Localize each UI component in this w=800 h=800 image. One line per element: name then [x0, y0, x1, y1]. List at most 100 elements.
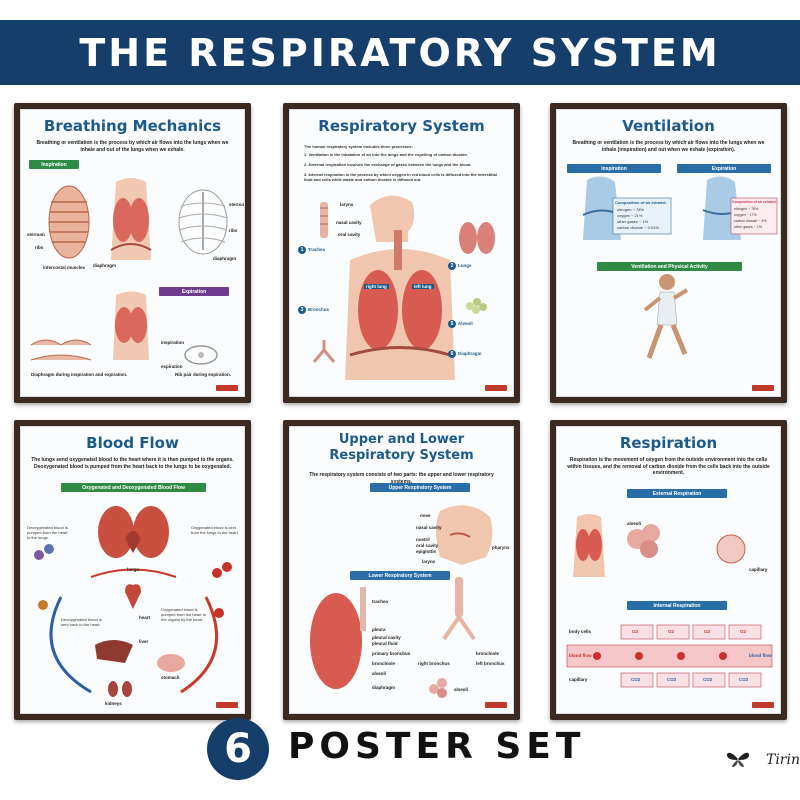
poster-ventilation: Ventilation Breathing or ventilation is … — [556, 109, 781, 397]
label-diaphragm: diaphragm — [372, 685, 396, 690]
poster-respiratory-system: Respiratory System The human respiratory… — [289, 109, 514, 397]
ventilation-illustration — [582, 176, 778, 359]
label-inspiration: inspiration — [161, 340, 185, 345]
label-intercostal: intercostal muscles — [43, 265, 86, 270]
trachea-illustration — [320, 202, 328, 238]
blood-flow-header: Oxygenated and Deoxygenated Blood Flow — [61, 483, 206, 492]
brand-logo — [752, 702, 774, 708]
poster-title: Ventilation — [622, 117, 715, 135]
label-larynx: larynx — [422, 559, 436, 564]
skeleton-ribcage — [178, 189, 228, 255]
label-sternum-right: sternum — [229, 202, 245, 207]
gas-co2-1: CO2 — [631, 677, 641, 682]
label-alveoli: alveoli — [627, 521, 642, 526]
label-expiration: expiration — [161, 364, 183, 369]
poster-frame-respiration: Respiration Respiration is the movement … — [550, 420, 787, 720]
intro-line-3: 2. External respiration involves the exc… — [304, 162, 472, 167]
brand-name: Tirin — [765, 752, 800, 768]
lower-header: Lower Respiratory System — [350, 571, 450, 580]
gas-o2-1: O2 — [632, 629, 639, 634]
brand-logo — [752, 385, 774, 391]
label-liver: liver — [139, 639, 149, 644]
lungs-mini — [459, 222, 495, 254]
diaphragm-caption: Diaphragm during inspiration and expirat… — [31, 372, 128, 377]
label-ribs: ribs — [35, 245, 44, 250]
label-lungs: Lungs — [458, 263, 472, 268]
gas-o2-4: O2 — [740, 629, 747, 634]
label-capillary: capillary — [749, 567, 768, 572]
head-profile — [436, 505, 493, 565]
gas-co2-3: CO2 — [703, 677, 713, 682]
label-oral-cavity: oral cavity — [338, 232, 361, 237]
torso-lungs-illustration — [110, 178, 152, 260]
poster-title-line-1: Upper and Lower — [338, 432, 465, 447]
lower-lungs — [310, 587, 366, 689]
butterfly-logo-icon — [726, 752, 750, 767]
heart-illustration — [125, 584, 141, 609]
inhaled-item-3: other gases ~ 1% — [617, 219, 649, 224]
expiration-header: Expiration — [159, 287, 229, 296]
poster-frame-upperlower: Upper and Lower Respiratory System The r… — [283, 420, 520, 720]
external-header: External Respiration — [627, 489, 727, 498]
alveolus-cluster — [627, 524, 746, 564]
label-trachea: trachea — [372, 599, 389, 604]
inhaled-item-2: oxygen ~ 21% — [617, 213, 643, 218]
runner-illustration — [643, 274, 689, 359]
number-3: 3 — [298, 306, 306, 314]
label-primary-bronchus: primary bronchus — [372, 651, 411, 656]
inhaled-item-4: carbon dioxide ~ 0.04% — [617, 225, 659, 230]
number-1: 1 — [298, 246, 306, 254]
respiratory-illustration — [312, 195, 495, 380]
exhaled-item-3: carbon dioxide ~ 4% — [734, 219, 767, 223]
poster-frame-respiratory: Respiratory System The human respiratory… — [283, 103, 520, 403]
exhaled-item-1: nitrogen ~ 78% — [734, 207, 759, 211]
poster-title: Respiration — [619, 434, 718, 452]
label-body-cells: body cells — [569, 629, 592, 634]
activity-header: Ventilation and Physical Activity — [597, 262, 742, 271]
label-alveoli: Alveoli — [458, 321, 473, 326]
label-ribs-right: ribs — [229, 228, 238, 233]
exhaled-item-4: other gases ~ 1% — [734, 225, 763, 229]
brand-logo — [216, 702, 238, 708]
note-deoxygenated-back: Deoxygenated blood is sent back to the h… — [61, 617, 102, 628]
poster-title-line-2: Respiratory System — [329, 448, 474, 463]
note-oxygenated-to-heart: Oxygenated blood is sent from the lungs … — [191, 525, 239, 536]
gas-co2-4: CO2 — [739, 677, 749, 682]
label-trachea: Trachea — [308, 247, 326, 252]
label-nostril: nostril — [416, 537, 430, 542]
label-nose: nose — [420, 513, 431, 518]
label-nasal-cavity: nasal cavity — [336, 220, 362, 225]
alveoli-mini — [466, 298, 487, 314]
label-capillary-lower: capillary — [569, 677, 588, 682]
label-heart: heart — [139, 615, 151, 620]
label-pleura: pleura — [372, 627, 386, 632]
poster-set-text: POSTER SET — [288, 726, 586, 767]
label-diaphragm: Diaphragm — [458, 351, 482, 356]
inspiration-header: Inspiration — [29, 160, 79, 169]
label-bronchiole-right: bronchiole — [476, 651, 500, 656]
poster-intro: Breathing or ventilation is the process … — [36, 140, 229, 153]
poster-intro: The respiratory system consists of two p… — [309, 472, 494, 485]
number-2: 2 — [448, 262, 456, 270]
label-blood-flow-left: blood flow — [569, 653, 592, 658]
internal-header: Internal Respiration — [627, 601, 727, 610]
poster-title: Blood Flow — [86, 434, 179, 452]
inspiration-header: Inspiration — [567, 164, 661, 173]
label-stomach: stomach — [161, 675, 180, 680]
poster-count-badge: 6 — [207, 718, 269, 780]
note-deoxygenated-to-lungs: Deoxygenated blood is pumped from the he… — [27, 525, 68, 541]
number-5: 5 — [448, 320, 456, 328]
bronchi-mini — [442, 577, 476, 641]
label-sternum: sternum — [27, 232, 45, 237]
alveoli-cluster — [429, 678, 447, 698]
label-lungs: lungs — [127, 567, 139, 572]
blood-flow-illustration — [34, 506, 232, 697]
inhaled-title: Composition of air inhaled: — [615, 200, 667, 205]
label-diaphragm-right: diaphragm — [213, 256, 237, 261]
brand-logo — [485, 385, 507, 391]
blood-cells — [34, 544, 232, 618]
poster-upper-lower: Upper and Lower Respiratory System The r… — [289, 426, 514, 714]
number-6: 6 — [448, 350, 456, 358]
poster-respiration: Respiration Respiration is the movement … — [556, 426, 781, 714]
gas-o2-2: O2 — [668, 629, 675, 634]
